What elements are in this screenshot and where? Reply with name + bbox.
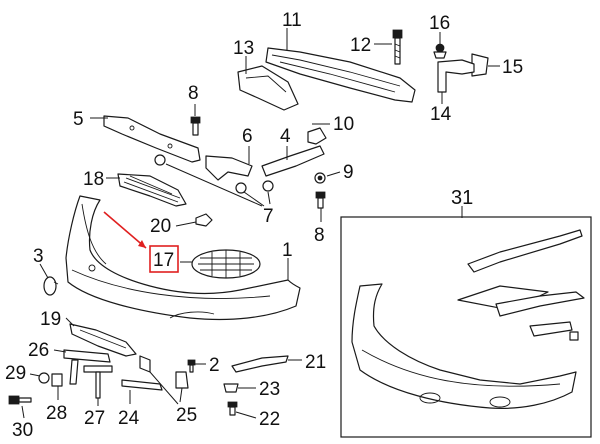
callout-18: 18	[83, 169, 104, 190]
part-2-screw[interactable]	[187, 359, 196, 373]
part-30-bolt[interactable]	[8, 395, 32, 405]
callout-29: 29	[5, 363, 26, 384]
callout-20: 20	[150, 216, 171, 237]
part-5-mounting-strip[interactable]	[103, 115, 201, 163]
leader-7	[165, 163, 271, 207]
part-10-clip[interactable]	[307, 127, 327, 145]
part-27-rod[interactable]	[83, 365, 113, 399]
leader-25	[149, 371, 183, 405]
callout-8-lower: 8	[314, 225, 325, 246]
leader-9	[326, 171, 341, 177]
part-8-upper-bolt[interactable]	[190, 116, 201, 136]
part-29-nut[interactable]	[38, 372, 50, 384]
callout-9: 9	[343, 162, 354, 183]
part-8-lower-bolt[interactable]	[315, 191, 326, 209]
callout-16: 16	[429, 13, 450, 34]
leader-29	[29, 373, 41, 377]
callout-17: 17	[153, 250, 174, 271]
callout-11: 11	[282, 10, 302, 31]
part-22-bolt[interactable]	[227, 401, 238, 416]
leader-19	[65, 317, 75, 327]
part-4-guide[interactable]	[261, 145, 325, 177]
callout-13: 13	[233, 38, 254, 59]
part-13-bracket[interactable]	[237, 65, 299, 111]
part-9-nut[interactable]	[314, 172, 326, 184]
leader-22	[235, 411, 257, 419]
callout-5: 5	[73, 109, 84, 130]
callout-10: 10	[333, 114, 354, 135]
part-17-center-grille[interactable]	[191, 249, 261, 279]
part-26-bracket[interactable]	[63, 349, 111, 385]
callout-22: 22	[259, 409, 280, 430]
callout-4: 4	[280, 126, 291, 147]
callout-1: 1	[282, 240, 293, 261]
callout-14: 14	[430, 104, 452, 125]
part-23-clip[interactable]	[223, 383, 239, 393]
part-6-guide[interactable]	[205, 155, 253, 181]
part-21-deflector[interactable]	[231, 355, 289, 373]
part-14-impact-tube[interactable]	[437, 59, 475, 93]
highlight-arrow-head	[138, 240, 146, 248]
callout-24: 24	[118, 408, 140, 429]
leader-20	[175, 221, 197, 227]
leader-26	[53, 349, 67, 353]
part-11-reinforcement-beam[interactable]	[265, 47, 416, 103]
callout-3: 3	[33, 246, 44, 267]
callout-2: 2	[209, 355, 220, 376]
part-1-bumper-cover[interactable]	[65, 195, 301, 321]
callout-21: 21	[305, 352, 326, 373]
part-19-lower-strip[interactable]	[69, 323, 137, 357]
inset-assembly-31[interactable]	[340, 216, 592, 438]
callout-6: 6	[242, 126, 253, 147]
highlight-box	[149, 245, 179, 273]
part-16-nut[interactable]	[433, 43, 447, 59]
part-28-clip[interactable]	[51, 373, 63, 387]
callout-28: 28	[46, 403, 67, 424]
callout-26: 26	[28, 340, 49, 361]
part-3-cap[interactable]	[43, 276, 59, 296]
callout-27: 27	[84, 408, 105, 429]
part-24-strip[interactable]	[121, 379, 163, 391]
part-18-side-grille[interactable]	[117, 173, 187, 207]
part-7-clips[interactable]	[154, 154, 274, 194]
callout-23: 23	[259, 379, 280, 400]
callout-30: 30	[12, 420, 33, 441]
callout-31: 31	[451, 187, 473, 209]
leader-3	[39, 263, 49, 279]
callout-8-upper: 8	[188, 83, 199, 104]
leader-30	[21, 405, 25, 419]
highlight-arrow-line	[103, 211, 147, 249]
callout-15: 15	[502, 57, 523, 78]
callout-12: 12	[350, 35, 371, 56]
callout-7: 7	[263, 206, 274, 227]
callout-25: 25	[176, 405, 197, 426]
part-20-fastener[interactable]	[195, 213, 213, 227]
callout-19: 19	[40, 309, 61, 330]
part-12-bolt[interactable]	[392, 29, 403, 65]
